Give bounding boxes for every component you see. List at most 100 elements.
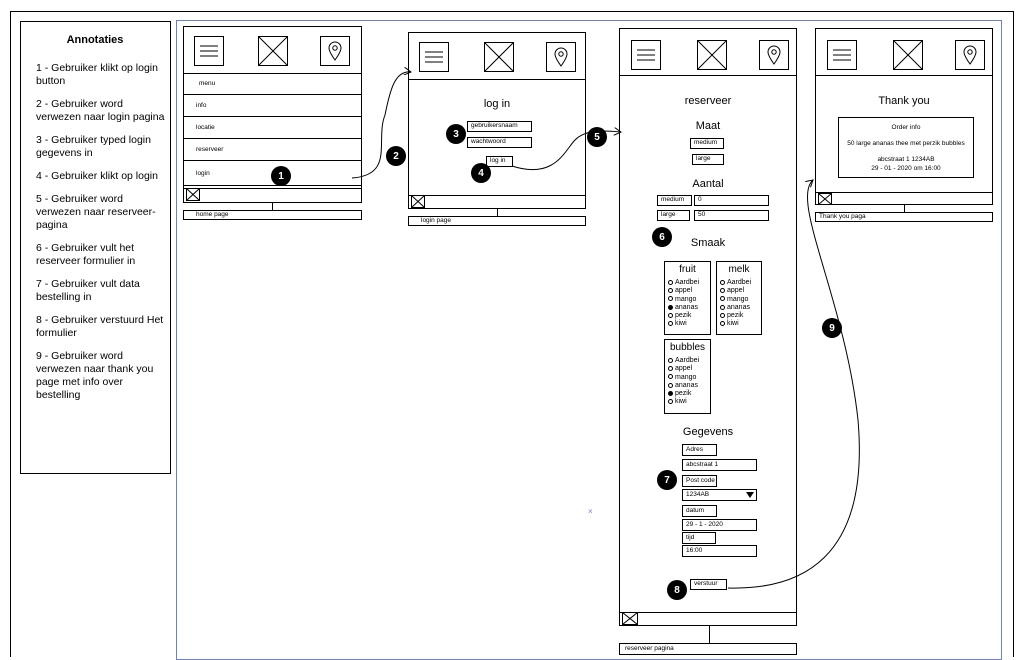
annotation-item: 8 - Gebruiker verstuurd Het formulier [36,314,164,339]
smaak-radio-option[interactable]: pezik [668,390,699,398]
tijd-input[interactable]: 16:00 [682,545,757,557]
step-badge-3: 3 [446,124,466,144]
radio-circle-icon[interactable] [668,279,673,285]
radio-circle-icon[interactable] [720,304,725,310]
radio-circle-icon[interactable] [720,321,725,327]
radio-circle-icon[interactable] [668,296,673,302]
order-info-address: abcstraat 1 1234AB [877,156,935,163]
image-placeholder-icon [697,40,727,70]
smaak-radio-option[interactable]: ananas [668,304,699,312]
footer-image-icon [622,612,638,625]
maat-option-large[interactable]: large [692,154,724,165]
radio-circle-icon[interactable] [668,321,673,327]
smaak-radio-option[interactable]: ananas [720,304,751,312]
postcode-select[interactable]: 1234AB [682,489,757,501]
radio-circle-icon[interactable] [668,382,673,388]
artboard-frame-right [1013,11,1014,657]
maat-heading: Maat [695,120,721,132]
artboard-frame-left [10,11,11,657]
radio-circle-icon[interactable] [668,390,673,396]
username-field[interactable]: gebruikersnaam [467,121,532,132]
home-menu-item-info[interactable]: info [184,95,361,117]
location-pin-icon[interactable] [546,42,576,72]
smaak-radio-option[interactable]: mango [668,374,699,382]
hamburger-icon[interactable] [194,36,224,66]
smaak-radio-option[interactable]: mango [720,296,751,304]
smaak-radio-option[interactable]: pezik [668,312,699,320]
smaak-option-label: kiwi [727,320,739,328]
maat-option-medium[interactable]: medium [690,138,724,149]
smaak-radio-option[interactable]: pezik [720,312,751,320]
home-menu-item-label: info [196,102,207,109]
annotation-item: 7 - Gebruiker vult data bestelling in [36,278,140,303]
password-field[interactable]: wachtwoord [467,137,532,148]
smaak-option-label: mango [675,295,697,303]
aantal-large-label: large [657,210,690,221]
aantal-large-input[interactable]: 50 [694,210,769,221]
hamburger-icon[interactable] [631,40,661,70]
login-button[interactable]: log in [486,156,513,167]
radio-circle-icon[interactable] [720,279,725,285]
step-badge-6: 6 [652,227,672,247]
step-badge-9: 9 [822,318,842,338]
smaak-option-label: kiwi [675,398,687,406]
radio-circle-icon[interactable] [668,365,673,371]
home-menu-item-locatie[interactable]: locatie [184,117,361,139]
smaak-option-label: pezik [675,390,692,398]
smaak-radio-option[interactable]: appel [668,365,699,373]
smaak-option-label: appel [727,287,745,295]
home-menu-item-reserveer[interactable]: reserveer [184,139,361,161]
step-badge-4: 4 [471,163,491,183]
datum-input[interactable]: 29 - 1 - 2020 [682,519,757,531]
location-pin-icon[interactable] [759,40,789,70]
home-connector [272,203,273,210]
order-info-date: 29 - 01 - 2020 om 16:00 [871,165,941,172]
smaak-radio-option[interactable]: Aardbei [668,357,699,365]
smaak-radio-option[interactable]: mango [668,296,699,304]
smaak-heading: Smaak [690,237,726,249]
radio-circle-icon[interactable] [668,357,673,363]
tijd-label: tijd [682,532,716,544]
login-heading: log in [483,98,511,110]
hamburger-icon[interactable] [827,40,857,70]
radio-circle-icon[interactable] [668,399,673,405]
thanks-page-frame: Thank you Order info 50 large ananas the… [815,28,993,205]
radio-circle-icon[interactable] [668,374,673,380]
radio-circle-icon[interactable] [668,312,673,318]
smaak-radio-option[interactable]: Aardbei [720,279,751,287]
smaak-option-label: mango [727,295,749,303]
arrow-home-to-login [351,72,411,179]
location-pin-icon[interactable] [320,36,350,66]
chevron-down-icon[interactable] [746,492,754,498]
home-menu-item-menu[interactable]: menu [184,73,361,95]
radio-circle-icon[interactable] [668,287,673,293]
radio-circle-icon[interactable] [668,304,673,310]
smaak-radio-option[interactable]: kiwi [668,320,699,328]
annotations-panel: Annotaties 1 - Gebruiker klikt op login … [20,21,171,474]
smaak-radio-option[interactable]: kiwi [668,398,699,406]
order-info-line: 50 large ananas thee met perzik bubbles [847,140,965,147]
thanks-caption: Thank you paga [815,212,993,222]
smaak-radio-option[interactable]: ananas [668,382,699,390]
annotation-item: 2 - Gebruiker word verwezen naar login p… [36,98,165,123]
smaak-option-label: appel [675,365,693,373]
smaak-radio-option[interactable]: appel [720,287,751,295]
hamburger-icon[interactable] [419,42,449,72]
aantal-medium-label: medium [657,195,692,206]
step-badge-7: 7 [657,470,677,490]
adres-label: Adres [682,444,717,456]
smaak-radio-option[interactable]: appel [668,287,699,295]
location-pin-icon[interactable] [955,40,985,70]
radio-circle-icon[interactable] [720,296,725,302]
radio-circle-icon[interactable] [720,287,725,293]
smaak-radio-option[interactable]: kiwi [720,320,751,328]
radio-circle-icon[interactable] [720,312,725,318]
submit-button[interactable]: verstuur [690,579,727,590]
adres-input[interactable]: abcstraat 1 [682,459,757,471]
thanks-heading: Thank you [878,95,930,107]
login-page-frame: log in gebruikersnaam wachtwoord log in [408,32,586,209]
home-menu-item-login[interactable]: login [184,161,361,186]
aantal-medium-input[interactable]: 0 [694,195,769,206]
smaak-radio-option[interactable]: Aardbei [668,279,699,287]
